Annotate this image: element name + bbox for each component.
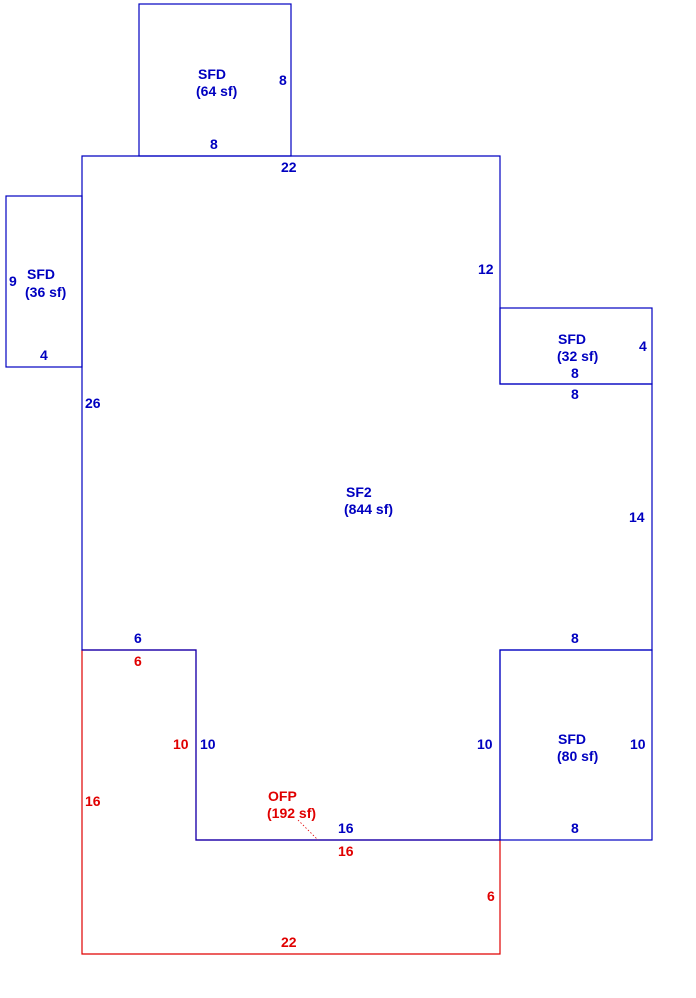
dim-ofp-inner-bottom: 16 bbox=[338, 843, 354, 859]
dim-sf2-right-upper: 12 bbox=[478, 261, 494, 277]
ofp-area: (192 sf) bbox=[267, 805, 316, 821]
dim-sfd-bottom-side: 10 bbox=[630, 736, 646, 752]
sfd-left-area: (36 sf) bbox=[25, 284, 66, 300]
sfd-left-code: SFD bbox=[27, 266, 55, 282]
sfd-top-outline bbox=[138, 3, 292, 157]
sfd-bottom-code: SFD bbox=[558, 731, 586, 747]
dim-ofp-notch-top: 6 bbox=[134, 653, 142, 669]
dim-sfd-top-side: 8 bbox=[279, 72, 287, 88]
sfd-right-code: SFD bbox=[558, 331, 586, 347]
sfd-top-area: (64 sf) bbox=[196, 83, 237, 99]
dim-sf2-bottom: 16 bbox=[338, 820, 354, 836]
dim-sf2-right-step: 8 bbox=[571, 630, 579, 646]
sfd-top-code: SFD bbox=[198, 66, 226, 82]
dim-sfd-left-bottom: 4 bbox=[40, 347, 48, 363]
dim-sfd-bottom-bottom: 8 bbox=[571, 820, 579, 836]
dim-sf2-notch-side: 10 bbox=[200, 736, 216, 752]
dim-sf2-right-lower: 10 bbox=[477, 736, 493, 752]
dim-sf2-notch-top: 6 bbox=[134, 630, 142, 646]
dim-sf2-top: 22 bbox=[281, 159, 297, 175]
sfd-bottom-outline bbox=[499, 649, 653, 841]
dim-sf2-left: 26 bbox=[85, 395, 101, 411]
sfd-left-outline bbox=[5, 195, 83, 368]
dim-ofp-notch-side: 10 bbox=[173, 736, 189, 752]
dim-sfd-right-outer: 8 bbox=[571, 386, 579, 402]
sf2-area: (844 sf) bbox=[344, 501, 393, 517]
dim-ofp-left: 16 bbox=[85, 793, 101, 809]
dim-sfd-right-side: 4 bbox=[639, 338, 647, 354]
sf2-code: SF2 bbox=[346, 484, 372, 500]
dim-ofp-bottom: 22 bbox=[281, 934, 297, 950]
sfd-bottom-area: (80 sf) bbox=[557, 748, 598, 764]
sfd-right-outline bbox=[499, 307, 653, 385]
sfd-right-area: (32 sf) bbox=[557, 348, 598, 364]
dim-ofp-right: 6 bbox=[487, 888, 495, 904]
ofp-leader-line bbox=[297, 819, 319, 841]
dim-sfd-left-side: 9 bbox=[9, 273, 17, 289]
dim-sf2-right-middle: 14 bbox=[629, 509, 645, 525]
dim-sfd-top-bottom: 8 bbox=[210, 136, 218, 152]
ofp-code: OFP bbox=[268, 788, 297, 804]
dim-sfd-right-inner: 8 bbox=[571, 365, 579, 381]
